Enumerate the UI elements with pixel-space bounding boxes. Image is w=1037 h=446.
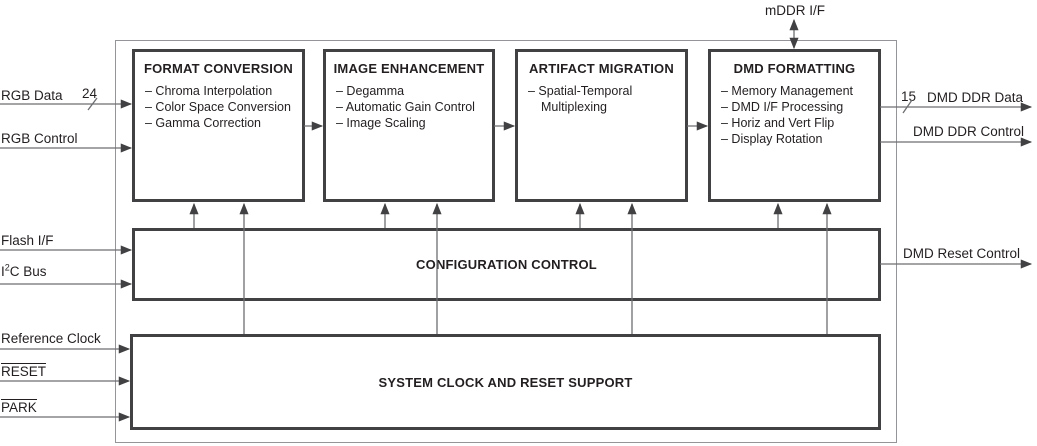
i2c-rest: C Bus — [9, 264, 47, 279]
label-flash-if: Flash I/F — [1, 233, 54, 248]
block-configuration-control: CONFIGURATION CONTROL — [132, 228, 881, 301]
label-dmd-ddr-data-width: 15 — [901, 89, 917, 104]
label-reference-clock: Reference Clock — [1, 331, 101, 346]
block-artifact-migration: ARTIFACT MIGRATION – Spatial-Temporal Mu… — [515, 49, 688, 202]
park-overline-text: PARK — [1, 399, 37, 415]
block-item: – Degamma — [336, 84, 405, 98]
block-item: – Image Scaling — [336, 116, 426, 130]
label-reset-n: RESET — [1, 363, 47, 379]
block-item: – Memory Management — [721, 84, 854, 98]
block-title: SYSTEM CLOCK AND RESET SUPPORT — [378, 374, 633, 390]
i2c-base: I — [1, 264, 5, 279]
block-title: DMD FORMATTING — [733, 61, 856, 76]
label-park-n: PARK — [1, 399, 37, 415]
block-dmd-formatting: DMD FORMATTING – Memory Management – DMD… — [708, 49, 881, 202]
block-system-clock-reset: SYSTEM CLOCK AND RESET SUPPORT — [130, 334, 881, 430]
label-rgb-control: RGB Control — [1, 131, 78, 146]
block-item: – Gamma Correction — [145, 116, 262, 130]
block-format-conversion: FORMAT CONVERSION – Chroma Interpolation… — [132, 49, 305, 202]
label-dmd-reset-control: DMD Reset Control — [903, 246, 1021, 261]
block-item: – Color Space Conversion — [145, 100, 291, 114]
block-title: ARTIFACT MIGRATION — [529, 61, 674, 76]
label-dmd-ddr-control: DMD DDR Control — [913, 124, 1025, 139]
block-item: – Automatic Gain Control — [336, 100, 475, 114]
reset-overline-text: RESET — [1, 363, 47, 379]
block-title: CONFIGURATION CONTROL — [416, 257, 597, 272]
block-title: IMAGE ENHANCEMENT — [333, 61, 485, 76]
block-item: – Chroma Interpolation — [145, 84, 273, 98]
label-dmd-ddr-data: DMD DDR Data — [927, 90, 1024, 105]
i2c-superscript: 2 — [4, 262, 10, 273]
block-title: FORMAT CONVERSION — [143, 61, 294, 76]
block-item: – Display Rotation — [721, 132, 823, 146]
label-mddr-if: mDDR I/F — [765, 3, 825, 18]
label-rgb-data-width: 24 — [82, 86, 98, 101]
block-item: – DMD I/F Processing — [721, 100, 844, 114]
block-image-enhancement: IMAGE ENHANCEMENT – Degamma – Automatic … — [323, 49, 495, 202]
label-i2c-bus: I2C Bus — [1, 262, 47, 279]
label-rgb-data: RGB Data — [1, 88, 63, 103]
block-item: – Horiz and Vert Flip — [721, 116, 835, 130]
block-item: – Spatial-Temporal Multiplexing — [528, 84, 633, 114]
